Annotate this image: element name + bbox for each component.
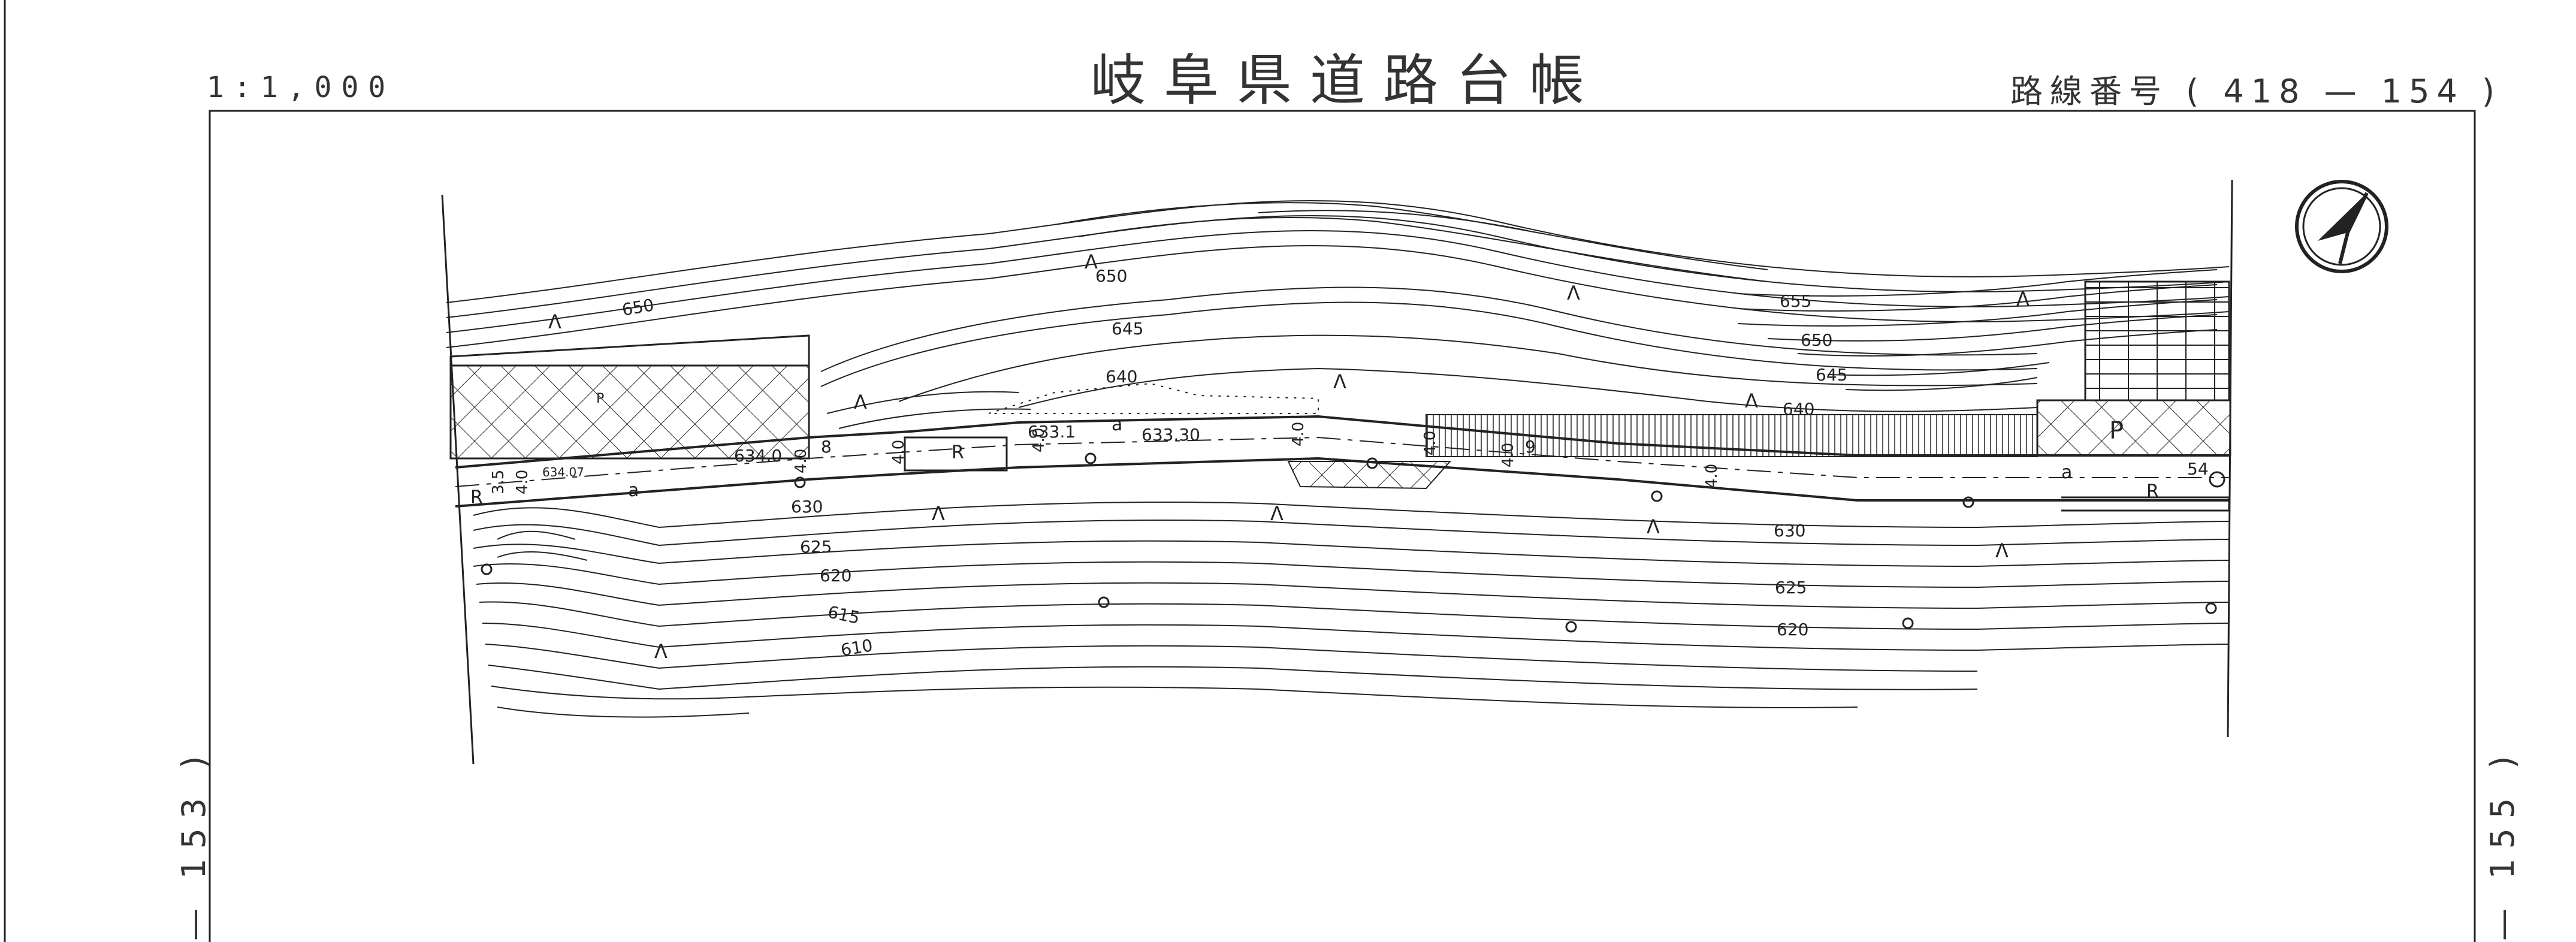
utility-pole-icon — [794, 476, 806, 488]
map-scale: 1:1,000 — [207, 71, 395, 104]
misc-labels: 8 9 54 — [821, 437, 2209, 479]
hatched-parcel-west-top — [449, 334, 810, 367]
asphalt-label: a — [2061, 462, 2072, 483]
misc-label: 9 — [1525, 437, 1536, 457]
contour-label: 630 — [1774, 521, 1805, 541]
contour-label: 620 — [1777, 620, 1808, 639]
contour-labels-south: 630 625 620 615 610 630 625 620 — [791, 497, 1808, 660]
hatched-parcel-east — [2036, 399, 2231, 457]
elevation-label: 634.07 — [542, 465, 584, 479]
contour-labels-north: 650 650 645 640 655 650 645 640 — [620, 266, 1847, 419]
vegetation-symbols: Λ Λ Λ Λ Λ Λ Λ Λ Λ Λ Λ Λ — [548, 250, 2030, 663]
tree-symbols — [481, 452, 2225, 633]
tree-icon — [481, 563, 493, 575]
survey-boundary-left — [441, 194, 475, 765]
grass-icon: Λ — [1745, 390, 1758, 412]
misc-label: 8 — [821, 437, 832, 457]
elevation-label: 634.0 — [734, 446, 782, 466]
utility-pole-icon — [1962, 496, 1974, 508]
contour-label: 610 — [839, 635, 874, 660]
road-width-label: 3.5 — [490, 470, 508, 494]
grass-icon: Λ — [1995, 539, 2009, 562]
hatched-parcel-west — [449, 364, 810, 460]
utility-pole-icon — [1651, 490, 1663, 502]
road-width-label: 4.0 — [890, 440, 908, 464]
road-width-label: 4.0 — [1289, 422, 1307, 446]
contour-label: 630 — [791, 497, 823, 517]
tree-icon — [1098, 596, 1110, 608]
road-width-label: 4.0 — [1703, 464, 1721, 488]
contour-label: 650 — [1801, 330, 1832, 350]
culvert-hatch — [1287, 461, 1452, 490]
parking-label: P — [596, 391, 604, 406]
sheet-title: 岐阜県道路台帳 — [1091, 49, 1603, 113]
elevation-points: 634.0 634.07 633.1 633.30 — [542, 422, 1200, 479]
building-grid-east — [2084, 280, 2230, 401]
tree-icon — [1902, 617, 1914, 629]
grass-icon: Λ — [1085, 250, 1098, 273]
misc-label: 54 — [2187, 459, 2209, 479]
road-width-label: 4.0 — [1499, 443, 1517, 467]
north-arrow-icon — [2295, 180, 2388, 273]
elevation-label: 633.30 — [1141, 425, 1200, 445]
contour-label: 615 — [826, 602, 862, 628]
map-frame — [209, 110, 2476, 942]
grass-icon: Λ — [2016, 288, 2030, 310]
grass-icon: Λ — [1333, 370, 1346, 393]
contour-label: 640 — [1783, 399, 1814, 419]
parking-label: P — [2109, 417, 2124, 445]
contour-label: 620 — [820, 566, 851, 585]
contour-label: 640 — [1106, 367, 1137, 387]
road-alignment — [455, 415, 2230, 512]
symbol-labels: P P R R R a a a — [470, 391, 2159, 508]
contour-label: 650 — [620, 295, 655, 320]
grass-icon: Λ — [548, 310, 561, 333]
tree-icon — [2205, 602, 2217, 614]
tree-icon — [1565, 621, 1577, 633]
utility-pole-icon — [1085, 452, 1097, 464]
contour-label: 645 — [1816, 365, 1847, 385]
road-edge-label: R — [470, 487, 483, 508]
utility-pole-icon — [1366, 457, 1378, 469]
embankment-dotted — [988, 382, 1319, 414]
asphalt-label: a — [628, 480, 639, 501]
road-width-labels: 4.0 4.0 4.0 4.0 4.0 4.0 4.0 4.0 3.5 — [490, 422, 1721, 494]
grass-icon: Λ — [854, 391, 867, 413]
contour-label: 625 — [800, 537, 832, 557]
contour-label: 650 — [1095, 266, 1127, 286]
grass-icon: Λ — [1647, 515, 1660, 538]
road-width-label: 4.0 — [514, 470, 531, 494]
route-number: 路線番号 ( 418 — 154 ) — [2010, 73, 2502, 110]
contours-south — [473, 502, 2230, 718]
grass-icon: Λ — [1270, 502, 1284, 525]
asphalt-label: a — [1112, 414, 1122, 435]
contour-label: 655 — [1780, 291, 1811, 311]
contour-label: 645 — [1112, 319, 1143, 339]
grass-icon: Λ — [932, 502, 945, 525]
road-edge-label: R — [2146, 481, 2159, 502]
grass-icon: Λ — [1567, 282, 1580, 304]
road-width-label: 4.0 — [1421, 431, 1439, 455]
road-edge-label: R — [952, 442, 964, 463]
survey-point-icon — [2209, 471, 2225, 488]
contour-label: 625 — [1775, 578, 1807, 597]
survey-boundary-right — [2227, 179, 2233, 738]
elevation-label: 633.1 — [1028, 422, 1076, 442]
road-width-label: 4.0 — [792, 449, 810, 473]
grass-icon: Λ — [654, 640, 668, 663]
road-width-label: 4.0 — [1030, 428, 1048, 452]
